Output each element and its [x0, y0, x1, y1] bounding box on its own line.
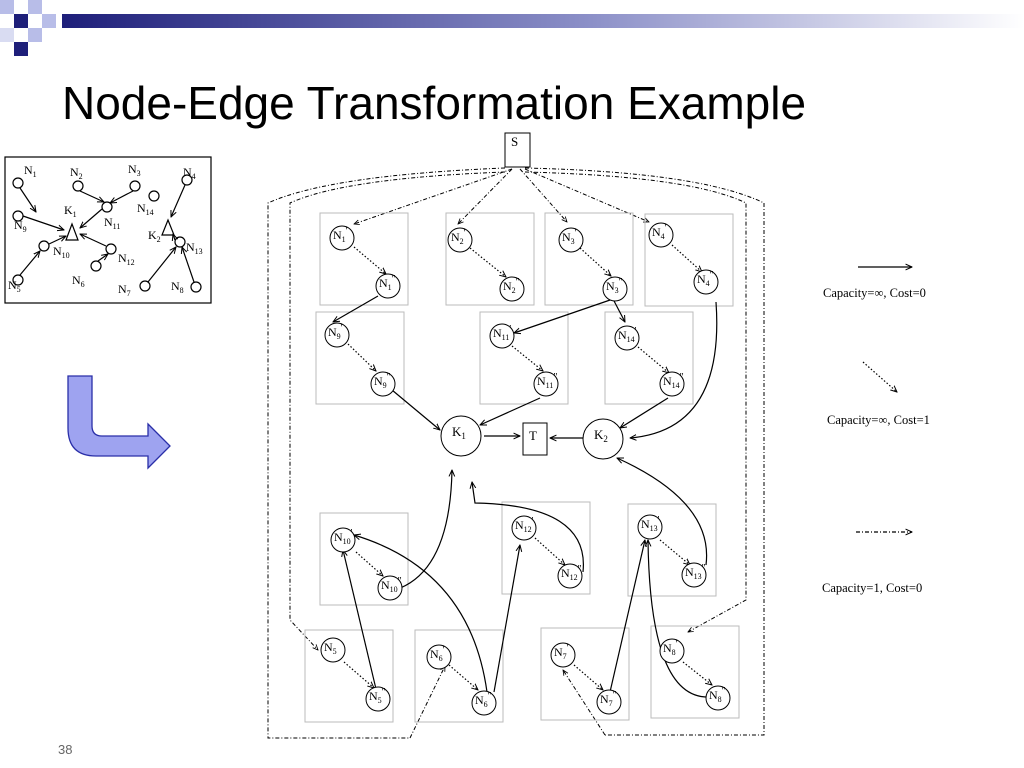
- n8-in-label: N8': [663, 639, 678, 657]
- n11-out-label: N11": [537, 372, 557, 390]
- sink-label: T: [529, 428, 537, 443]
- original-graph-frame: [4, 156, 212, 304]
- transform-arrow-icon: [67, 375, 171, 470]
- n7-out-node: [596, 689, 622, 715]
- header-gradient-bar: [62, 14, 1024, 28]
- n2-out-label: N2": [503, 277, 520, 295]
- n10-in-label: N10': [334, 528, 353, 546]
- n3-out-label: N3": [606, 277, 623, 295]
- orig-k2: K2: [148, 228, 161, 244]
- orig-n3: N3: [128, 162, 141, 178]
- n7-in-node: [550, 642, 576, 668]
- n3-out-node: [602, 276, 628, 302]
- original-graph: N1 N2 N3 N4 N14 K1 N11 K2 N9 N10 N12 N13…: [4, 156, 212, 304]
- n14-out-node: [659, 371, 685, 397]
- n3-in-label: N3': [562, 228, 577, 246]
- page-number: 38: [58, 742, 73, 757]
- n5-out-node: [365, 686, 391, 712]
- n12-out-node: [557, 563, 583, 589]
- n6-in-label: N6': [430, 645, 445, 663]
- n10-out-node: [377, 575, 403, 601]
- legend-dotted-text: Capacity=∞, Cost=1: [827, 413, 930, 427]
- orig-n13: N13: [186, 240, 203, 256]
- n8-out-node: [705, 685, 731, 711]
- orig-n14: N14: [137, 201, 154, 217]
- orig-n9: N9: [14, 218, 27, 234]
- n12-in-label: N12': [515, 516, 534, 534]
- legend-dashdot-text: Capacity=1, Cost=0: [822, 581, 922, 595]
- n1-in-label: N1': [333, 226, 348, 244]
- n2-out-node: [499, 276, 525, 302]
- n10-in-node: [330, 527, 356, 553]
- n10-out-label: N10": [381, 576, 402, 594]
- orig-n6: N6: [72, 273, 85, 289]
- n1-in-node: [329, 225, 355, 251]
- outer-loop-left: [267, 167, 506, 739]
- orig-n12: N12: [118, 251, 135, 267]
- n6-out-node: [471, 690, 497, 716]
- n4-out-label: N4": [697, 270, 714, 288]
- n3-in-node: [558, 227, 584, 253]
- legend: Capacity=∞, Cost=0 Capacity=∞, Cost=1 Ca…: [822, 267, 930, 595]
- orig-n8: N8: [171, 279, 184, 295]
- header-squares: [0, 0, 56, 56]
- n6-out-label: N6": [475, 691, 492, 709]
- orig-n7: N7: [118, 282, 131, 298]
- source-node: [504, 132, 531, 168]
- slide-title: Node-Edge Transformation Example: [62, 77, 807, 129]
- n4-in-label: N4': [652, 223, 667, 241]
- n11-in-node: [489, 323, 515, 349]
- orig-n1: N1: [24, 163, 37, 179]
- n8-in-node: [659, 638, 685, 664]
- n6-in-node: [426, 644, 452, 670]
- n14-in-label: N14': [618, 326, 637, 344]
- n9-out-label: N9": [374, 372, 391, 390]
- k1-label: K1: [452, 424, 466, 441]
- n13-in-node: [637, 514, 663, 540]
- n9-in-node: [324, 322, 350, 348]
- n11-out-node: [533, 371, 559, 397]
- n11-in-label: N11': [493, 324, 511, 342]
- source-label: S: [511, 134, 518, 149]
- orig-n5: N5: [8, 278, 21, 294]
- n13-out-node: [681, 562, 707, 588]
- orig-n2: N2: [70, 165, 83, 181]
- k2-node: [582, 418, 624, 460]
- n1-out-label: N1": [379, 274, 396, 292]
- transformed-graph: S T K1 K2: [267, 132, 765, 739]
- n12-in-node: [511, 515, 537, 541]
- n14-in-node: [614, 325, 640, 351]
- slide-header-decoration: [0, 0, 1024, 56]
- legend-dotted-arrow: [862, 361, 897, 392]
- n5-in-label: N5: [324, 640, 337, 656]
- n4-in-node: [648, 222, 674, 248]
- orig-n4: N4: [183, 165, 196, 181]
- n13-in-label: N13': [641, 515, 660, 533]
- outer-loop-right: [524, 167, 765, 736]
- n7-in-label: N7': [554, 643, 569, 661]
- n9-out-node: [370, 371, 396, 397]
- n14-out-label: N14": [663, 372, 684, 390]
- k2-label: K2: [594, 427, 608, 444]
- n2-in-label: N2': [451, 228, 466, 246]
- sink-node: [522, 422, 548, 456]
- n5-out-label: N5": [369, 687, 386, 705]
- n12-out-label: N12": [561, 564, 582, 582]
- n13-out-label: N13": [685, 563, 706, 581]
- n1-out-node: [375, 273, 401, 299]
- orig-n10: N10: [53, 244, 70, 260]
- n7-out-label: N7": [600, 690, 617, 708]
- orig-n11: N11: [104, 215, 120, 231]
- n5-in-node: [320, 637, 346, 663]
- k1-node: [440, 415, 482, 457]
- n4-out-node: [693, 269, 719, 295]
- n9-in-label: N9': [328, 323, 343, 341]
- legend-solid-text: Capacity=∞, Cost=0: [823, 286, 926, 300]
- n2-in-node: [447, 227, 473, 253]
- orig-k1: K1: [64, 203, 77, 219]
- n8-out-label: N8": [709, 686, 726, 704]
